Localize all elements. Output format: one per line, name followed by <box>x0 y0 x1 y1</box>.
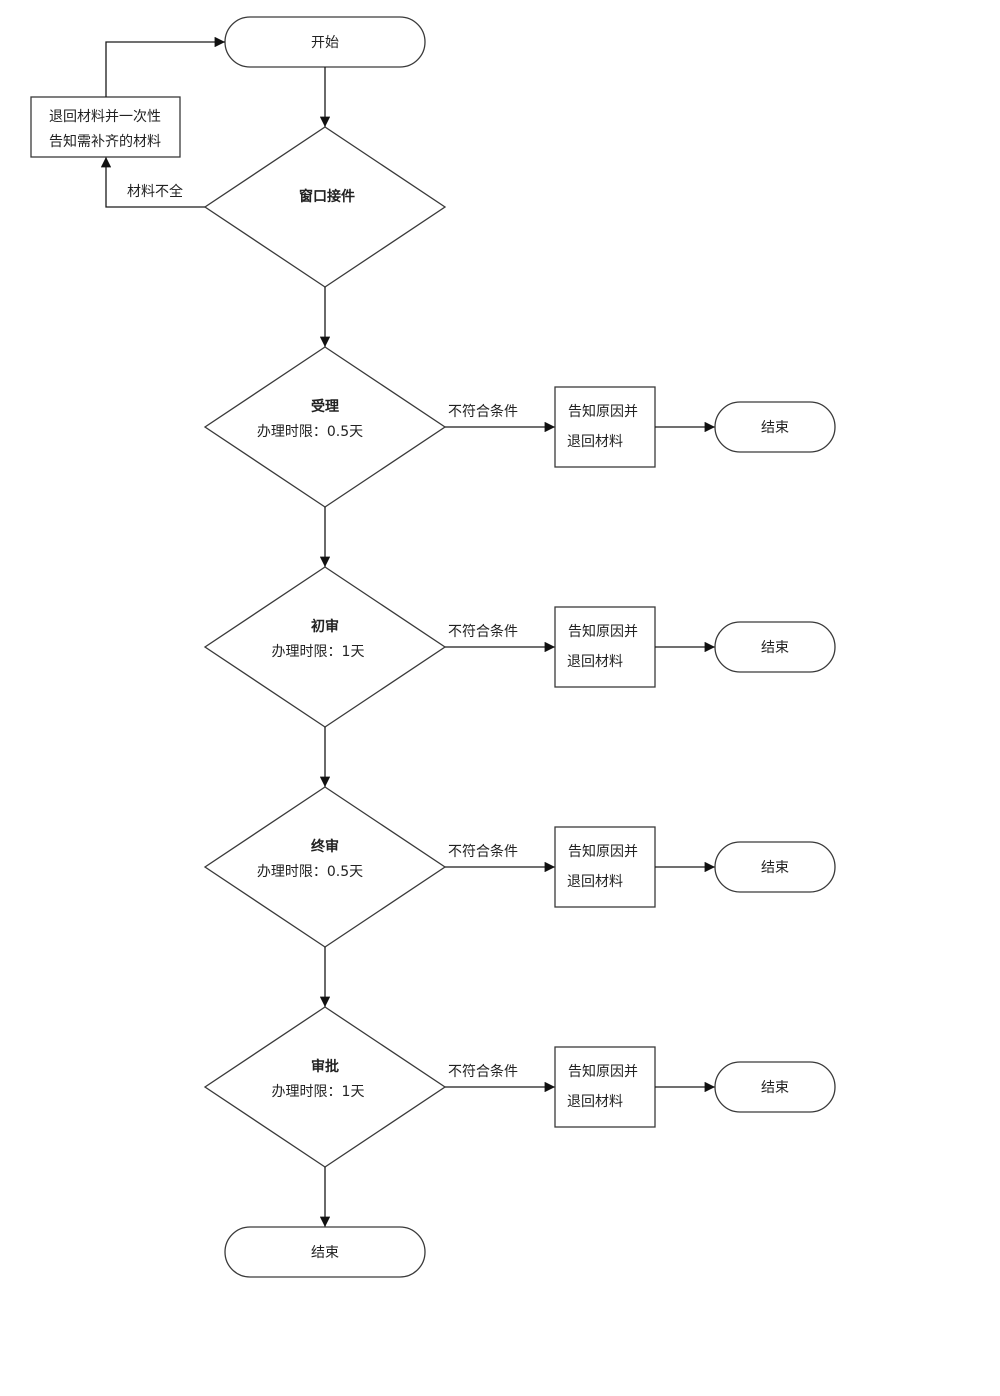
window-intake-label: 窗口接件 <box>299 188 355 205</box>
start-terminal: 开始 <box>224 16 426 68</box>
reject-box-line2: 退回材料 <box>567 434 623 450</box>
end-label: 结束 <box>761 420 789 436</box>
reject-box-line1: 告知原因并 <box>568 1063 638 1080</box>
end-label: 结束 <box>761 860 789 876</box>
stage-final-review: 终审 办理时限：0.5天 不符合条件 告知原因并 退回材料 结束 <box>203 786 836 948</box>
reject-box-line1: 告知原因并 <box>568 623 638 640</box>
reject-box <box>554 1046 656 1128</box>
stage-time-limit: 办理时限：1天 <box>272 1084 365 1100</box>
final-end-label: 结束 <box>311 1245 339 1261</box>
reject-box <box>554 386 656 468</box>
stage-title: 终审 <box>311 838 339 855</box>
incomplete-edge-label: 材料不全 <box>127 183 183 200</box>
return-materials-line1: 退回材料并一次性 <box>49 109 161 125</box>
return-materials-line2: 告知需补齐的材料 <box>49 133 161 150</box>
stage-approval: 审批 办理时限：1天 不符合条件 告知原因并 退回材料 结束 <box>203 1006 836 1168</box>
stage-title: 初审 <box>311 618 339 635</box>
end-terminal <box>714 621 836 673</box>
window-intake-diamond <box>203 126 447 288</box>
reject-condition-label: 不符合条件 <box>448 403 518 420</box>
stage-time-limit: 办理时限：1天 <box>272 644 365 660</box>
return-materials-box: 退回材料并一次性 告知需补齐的材料 <box>30 96 181 158</box>
final-end-shape <box>224 1226 426 1278</box>
end-label: 结束 <box>761 1080 789 1096</box>
end-terminal <box>714 1061 836 1113</box>
stage-title: 受理 <box>311 398 339 415</box>
reject-box-line1: 告知原因并 <box>568 843 638 860</box>
end-label: 结束 <box>761 640 789 656</box>
reject-condition-label: 不符合条件 <box>448 843 518 860</box>
stage-initial-review: 初审 办理时限：1天 不符合条件 告知原因并 退回材料 结束 <box>203 566 836 728</box>
window-intake-decision: 窗口接件 <box>203 126 447 288</box>
reject-box-line1: 告知原因并 <box>568 403 638 420</box>
stage-time-limit: 办理时限：0.5天 <box>257 424 363 440</box>
stage-acceptance: 受理 办理时限：0.5天 不符合条件 告知原因并 退回材料 结束 <box>203 346 836 508</box>
end-terminal <box>714 841 836 893</box>
end-terminal <box>714 401 836 453</box>
start-label: 开始 <box>311 35 339 51</box>
stage-time-limit: 办理时限：0.5天 <box>257 864 363 880</box>
reject-box <box>554 606 656 688</box>
stage-title: 审批 <box>311 1058 339 1075</box>
return-materials-box-shape <box>30 96 181 158</box>
reject-box <box>554 826 656 908</box>
final-end-terminal: 结束 <box>224 1226 426 1278</box>
reject-condition-label: 不符合条件 <box>448 623 518 640</box>
reject-box-line2: 退回材料 <box>567 654 623 670</box>
reject-box-line2: 退回材料 <box>567 1094 623 1110</box>
connector-incomplete-to-return <box>100 157 205 208</box>
connector-return-to-start <box>105 36 225 97</box>
reject-condition-label: 不符合条件 <box>448 1063 518 1080</box>
reject-box-line2: 退回材料 <box>567 874 623 890</box>
